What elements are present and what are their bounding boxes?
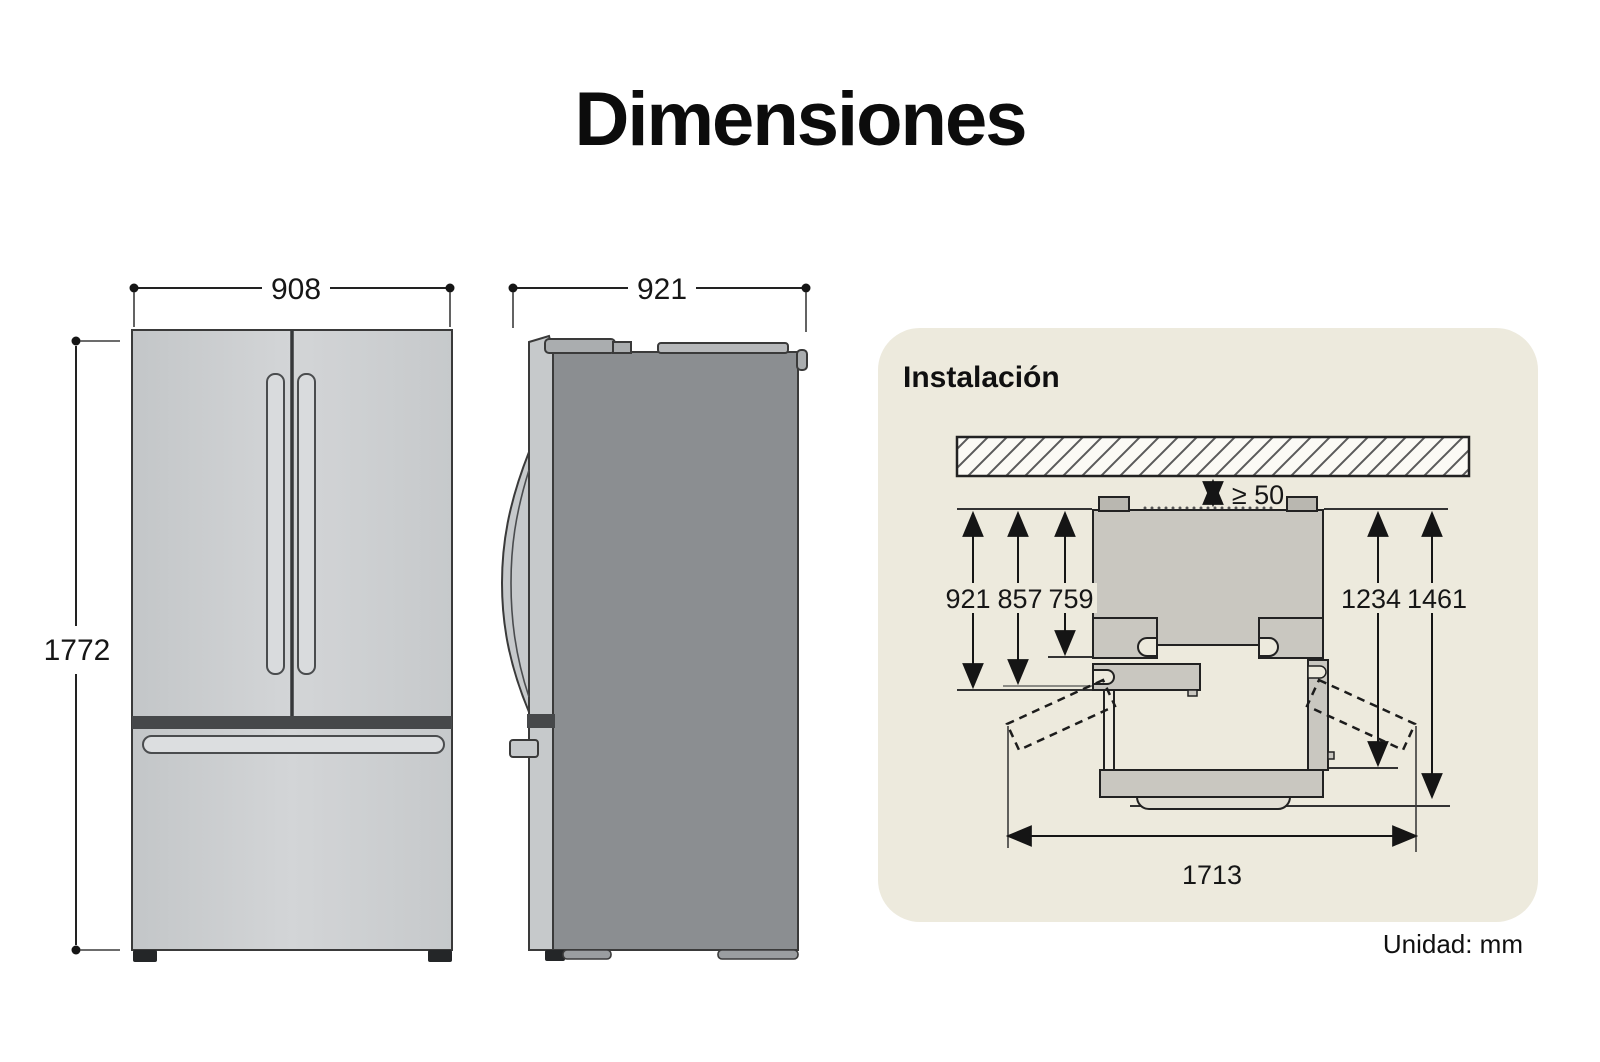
door-closed-handle-pocket <box>1092 669 1115 685</box>
door-open-dashed-left <box>1005 678 1117 752</box>
fridge-front-drawing <box>131 329 453 962</box>
door-open-90-left <box>1103 689 1115 771</box>
front-width-label: 908 <box>271 273 321 306</box>
label-bg <box>1404 583 1470 613</box>
top-view-fridge <box>1005 496 1417 810</box>
side-depth-dimension: 921 <box>508 273 811 332</box>
handle-notch-right <box>1258 637 1279 657</box>
installation-title: Instalación <box>903 361 1060 394</box>
door-handle-side-profile <box>500 451 530 713</box>
width-1713-label: 1713 <box>1182 860 1242 890</box>
front-width-dimension: 908 <box>129 273 455 327</box>
top-hinge <box>544 338 616 354</box>
front-view: 908 1772 <box>44 273 455 962</box>
drawer-open <box>1099 769 1324 798</box>
dim-dot <box>508 283 518 293</box>
door-edge-strip <box>528 334 554 951</box>
dim-dot <box>129 283 139 293</box>
wheel-front <box>562 949 612 960</box>
door-open-dashed-right <box>1305 678 1417 752</box>
label-bg <box>1045 583 1097 613</box>
unit-note: Unidad: mm <box>1383 929 1523 959</box>
door-drawer-seam <box>132 716 452 729</box>
fridge-side-drawing <box>500 334 808 961</box>
label-bg <box>1338 583 1404 613</box>
clearance-label: ≥ 50 <box>1232 480 1284 510</box>
side-seam <box>527 714 555 728</box>
handle-notch-left <box>1137 637 1158 657</box>
page-title: Dimensiones <box>574 77 1027 162</box>
fridge-foot-right <box>428 950 452 962</box>
swing-label-1234: 1234 <box>1341 584 1401 614</box>
depth-label-921: 921 <box>945 584 990 614</box>
label-bg <box>994 583 1046 613</box>
dim-dot <box>71 945 81 955</box>
depth-label-759: 759 <box>1048 584 1093 614</box>
side-view: 921 <box>500 273 811 961</box>
hinge-cap-left <box>1098 496 1130 512</box>
depth-label-857: 857 <box>997 584 1042 614</box>
dim-dot <box>71 336 81 346</box>
dim-dot <box>445 283 455 293</box>
swing-label-1461: 1461 <box>1407 584 1467 614</box>
hinge-cap-right <box>1286 496 1318 512</box>
door-handle-inner-curve <box>510 469 530 698</box>
label-bg <box>942 583 994 613</box>
hinge-plate <box>657 342 789 354</box>
fridge-side-body <box>552 351 799 951</box>
drawer-handle-side <box>509 739 539 758</box>
dim-dot <box>801 283 811 293</box>
door-latch <box>1327 751 1335 760</box>
door-open-handle-pocket <box>1307 665 1327 679</box>
drawer-handle-groove <box>142 735 445 754</box>
door-foot <box>1187 689 1198 697</box>
front-height-label: 1772 <box>44 634 111 667</box>
hinge-block <box>612 341 632 354</box>
wheel-rear <box>717 949 799 960</box>
fridge-foot-left <box>133 950 157 962</box>
side-depth-label: 921 <box>637 273 687 306</box>
right-door-handle <box>297 373 316 675</box>
wall-hatched-bar <box>955 435 1471 478</box>
installation-panel: Instalación ≥ 50 <box>878 328 1538 922</box>
front-height-dimension: 1772 <box>44 336 120 955</box>
left-door-handle <box>266 373 285 675</box>
side-foot <box>545 950 565 961</box>
hinge-pin <box>796 349 808 371</box>
